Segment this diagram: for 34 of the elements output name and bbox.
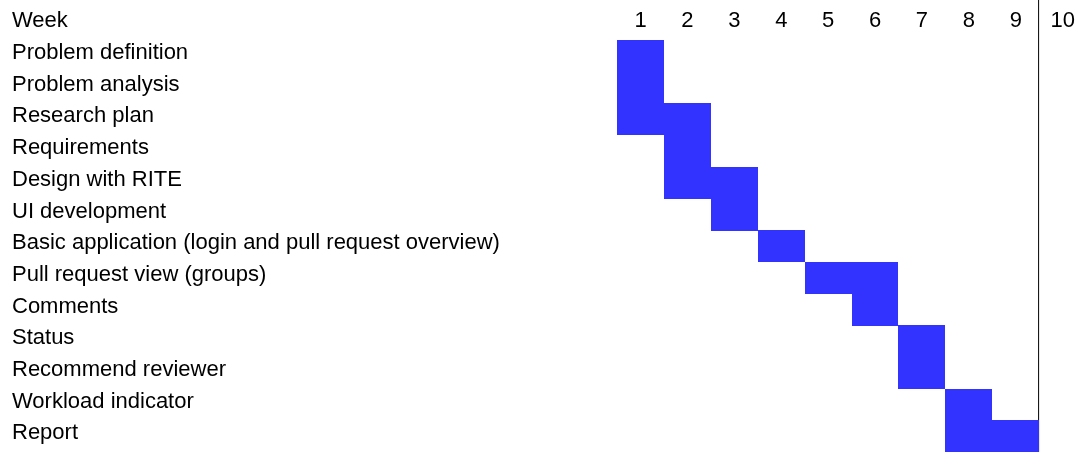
task-label: Problem definition (12, 39, 189, 65)
week-number: 8 (962, 7, 975, 33)
task-label: Comments (12, 292, 119, 319)
task-label: Requirements (12, 134, 149, 161)
task-bar (710, 198, 758, 231)
task-label: Workload indicator (12, 387, 194, 414)
task-label: Basic application (login and pull request overview) (12, 229, 500, 256)
task-bar (851, 293, 899, 326)
task-label: Pull request view (groups) (12, 260, 267, 287)
task-label: Research plan (12, 102, 154, 129)
week-number: 3 (728, 7, 741, 33)
week-number: 9 (1009, 7, 1022, 33)
task-bar (945, 388, 993, 421)
task-bar (945, 420, 1040, 452)
week-number: 6 (868, 7, 882, 33)
task-label: UI development (12, 197, 167, 224)
task-bar (617, 103, 711, 136)
task-label: Status (12, 324, 75, 351)
week-number: 7 (915, 7, 929, 33)
task-bar (617, 40, 664, 72)
week-number: 5 (822, 7, 835, 33)
week-number: 2 (681, 7, 694, 33)
week-number: 4 (775, 7, 788, 33)
task-bar (804, 261, 899, 294)
task-label: Recommend reviewer (12, 356, 226, 382)
task-bar (757, 230, 805, 263)
task-bar (898, 357, 946, 389)
week-number: 10 (1050, 7, 1076, 33)
task-label: Design with RITE (12, 165, 182, 192)
week-number: 1 (634, 7, 647, 33)
column-header: Week (12, 7, 68, 33)
task-bar (898, 325, 946, 358)
task-label: Report (12, 419, 79, 446)
task-label: Problem analysis (12, 70, 180, 97)
